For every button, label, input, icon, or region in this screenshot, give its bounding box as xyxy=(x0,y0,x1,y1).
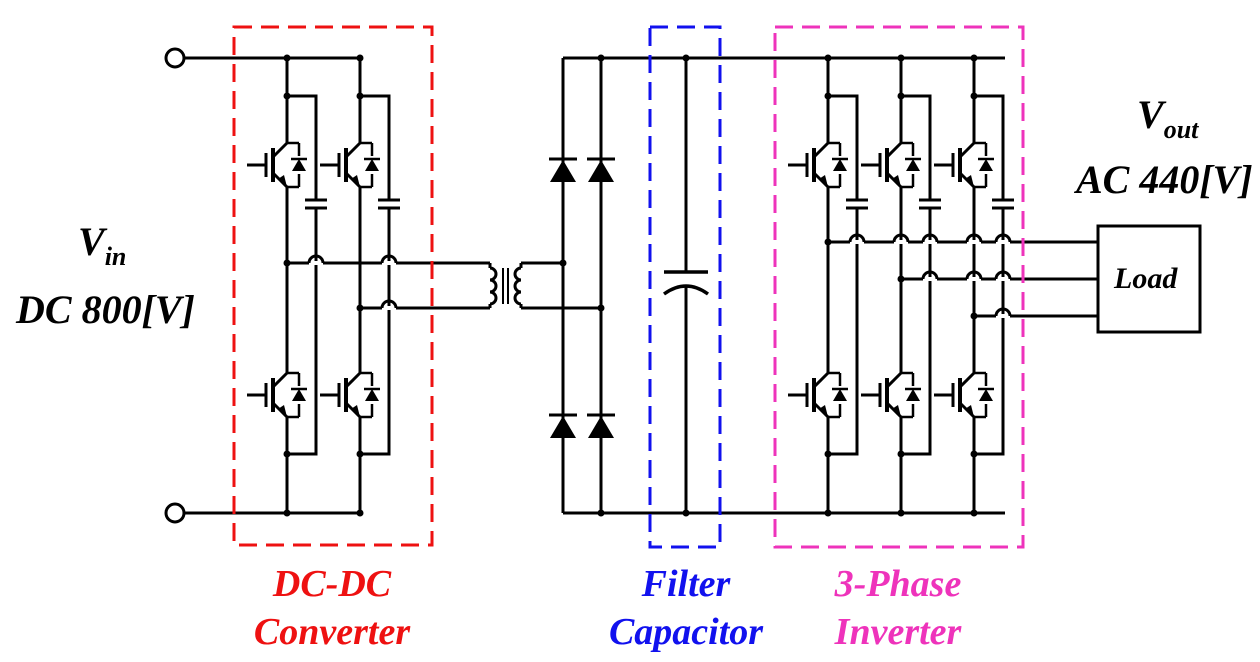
input-voltage-symbol: Vin xyxy=(78,219,126,270)
output-v-symbol: V xyxy=(1137,92,1164,137)
filter-capacitor-circuit xyxy=(662,54,710,517)
filter-capacitor-outline xyxy=(648,25,722,549)
dcdc-converter-label: DC-DC Converter xyxy=(232,560,432,656)
inverter-label-line1: 3-Phase xyxy=(834,563,962,605)
output-voltage-symbol: Vout xyxy=(1137,92,1198,143)
input-terminal-negative xyxy=(164,502,186,524)
output-v-subscript: out xyxy=(1163,115,1199,144)
transformer xyxy=(488,261,601,310)
inverter-label: 3-Phase Inverter xyxy=(798,560,998,656)
diode-rectifier xyxy=(547,54,617,517)
three-phase-inverter-circuit xyxy=(786,54,1098,517)
load-label: Load xyxy=(1114,262,1178,295)
filter-label-line2: Capacitor xyxy=(608,611,764,653)
input-v-symbol: V xyxy=(78,219,105,264)
input-terminal-positive xyxy=(164,47,186,69)
dcdc-label-line2: Converter xyxy=(253,611,411,653)
inverter-outline xyxy=(773,25,1025,549)
filter-capacitor-label: Filter Capacitor xyxy=(586,560,786,656)
output-voltage-value: AC 440[V] xyxy=(1076,157,1253,202)
filter-label-line1: Filter xyxy=(641,563,731,605)
dcdc-converter-outline xyxy=(232,25,434,547)
input-v-subscript: in xyxy=(104,242,127,271)
dcdc-converter-circuit xyxy=(164,47,490,524)
load-box xyxy=(1096,224,1202,334)
dcdc-label-line1: DC-DC xyxy=(272,563,392,605)
input-voltage-value: DC 800[V] xyxy=(16,287,195,332)
inverter-label-line2: Inverter xyxy=(834,611,962,653)
